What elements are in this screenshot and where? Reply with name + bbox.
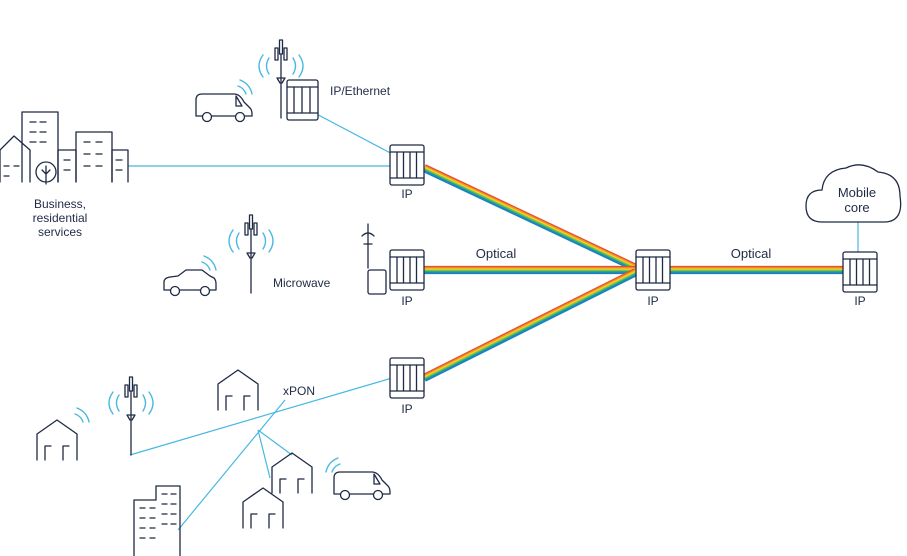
fiber-strand [422,269,636,378]
fiber-strand [423,270,637,379]
bundle-bottom-to-aggregation [422,268,638,382]
house-icon-top [217,369,259,411]
link-xpon-branch-main [177,399,286,531]
label-ip-top: IP [401,187,412,201]
router-ip-aggregation [635,249,671,291]
bundle-middle-to-aggregation [424,265,636,275]
house-icon-left [242,487,284,529]
fiber-strand [422,268,635,376]
microwave-tower-icon [228,214,274,294]
fiber-strand [425,164,638,266]
label-ip-middle: IP [401,294,412,308]
link-xpon-branch-house-left [257,429,271,479]
cabinet-icon-top [286,79,319,121]
link-xpon-to-ip [129,377,393,456]
router-ip-core [842,251,878,293]
microwave-dish-icon [361,223,387,295]
house-icon-far-left [36,407,90,461]
fiber-strand [424,272,638,381]
label-business-2: residential [33,211,88,225]
label-ip-ethernet: IP/Ethernet [330,84,391,98]
label-ip-bottom: IP [401,402,412,416]
apartment-building-icon [133,485,181,556]
van-icon-bottom [325,457,391,501]
fiber-strand [422,170,635,272]
link-xpon-branch-house-right [257,429,293,456]
router-ip-top [389,144,425,186]
business-buildings-icon [0,111,129,185]
optical-fiber-bundles [422,164,843,382]
fiber-strand [423,271,637,380]
label-optical-right: Optical [731,246,772,261]
fiber-strand [423,166,637,269]
label-mobile-core-2: core [844,200,869,215]
fiber-strand [423,167,637,270]
label-xpon: xPON [283,384,315,398]
label-business-1: Business, [34,197,86,211]
mobile-core-cloud-icon [805,164,902,223]
label-mobile-core-1: Mobile [838,185,876,200]
router-ip-middle [389,249,425,291]
label-business-3: services [38,225,82,239]
router-ip-bottom [389,357,425,399]
fiber-strand [425,274,638,382]
house-icon-right [271,452,313,494]
label-ip-aggregation: IP [647,294,658,308]
label-microwave: Microwave [273,276,331,290]
fiber-strand [424,165,638,268]
car-icon [163,255,217,297]
van-icon-top [195,79,253,123]
bundle-aggregation-to-core [670,265,843,275]
bundle-top-to-aggregation [422,164,638,272]
label-ip-core: IP [854,294,865,308]
fiber-strand [422,168,636,271]
label-optical-left: Optical [476,246,517,261]
cell-tower-icon-bottom [108,376,154,456]
access-links [128,99,859,531]
